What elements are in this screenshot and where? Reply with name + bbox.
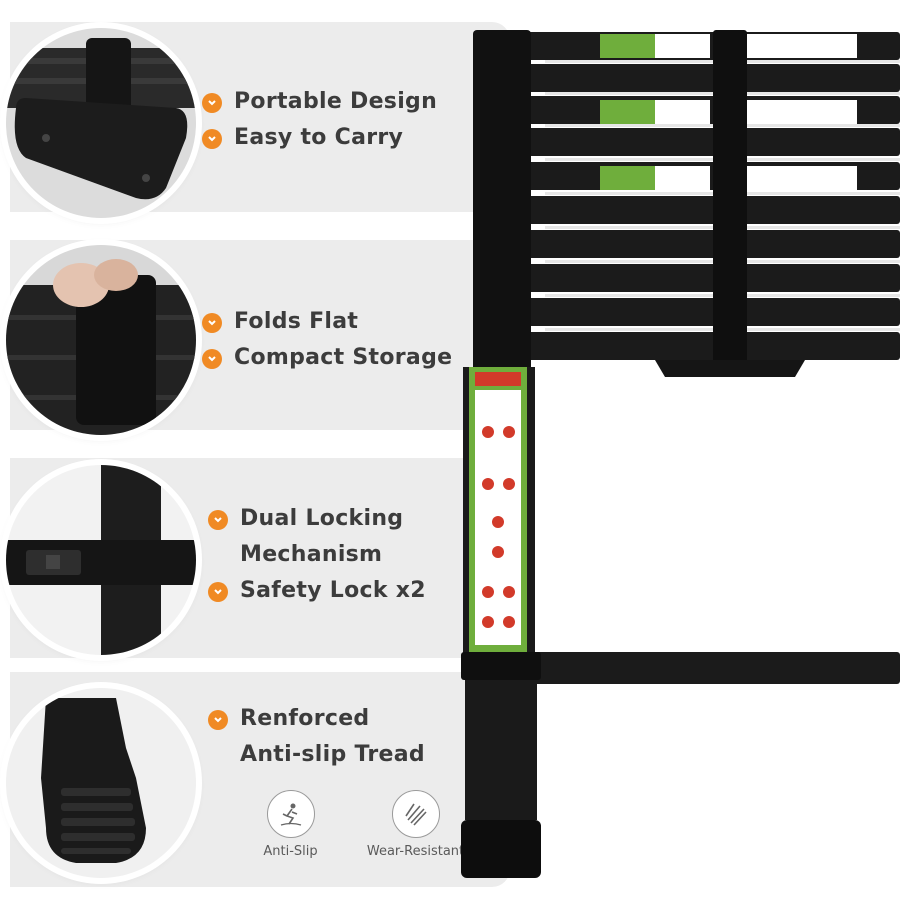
feature-label: Renforced — [240, 706, 370, 731]
features-locking: Dual Locking Mechanism Safety Lock x2 — [208, 505, 426, 613]
anti-slip-foot-photo — [6, 688, 196, 878]
feature-label-continued: Anti-slip Tread — [240, 742, 425, 767]
check-icon — [208, 510, 228, 530]
feature-item: Safety Lock x2 — [208, 577, 426, 605]
badge-wear-resistant: Wear-Resistant — [363, 790, 468, 859]
carry-handle-photo — [6, 28, 196, 218]
feature-item: Portable Design — [202, 88, 437, 116]
badge-label: Wear-Resistant — [366, 844, 465, 859]
feature-item: Dual Locking Mechanism — [208, 505, 426, 569]
feature-item: Easy to Carry — [202, 124, 437, 152]
feature-label: Safety Lock x2 — [240, 578, 426, 603]
check-icon — [208, 582, 228, 602]
badge-label: Anti-Slip — [263, 844, 318, 859]
badge-anti-slip: Anti-Slip — [238, 790, 343, 859]
anti-slip-icon — [266, 790, 315, 838]
feature-item: Folds Flat — [202, 308, 452, 336]
telescoping-ladder-image — [455, 22, 900, 882]
feature-label: Portable Design — [234, 89, 438, 114]
feature-label: Compact Storage — [234, 345, 453, 370]
feature-item: Compact Storage — [202, 344, 452, 372]
check-icon — [202, 349, 222, 369]
feature-item: Renforced Anti-slip Tread — [208, 705, 425, 769]
features-folds: Folds Flat Compact Storage — [202, 308, 452, 380]
check-icon — [208, 710, 228, 730]
features-tread: Renforced Anti-slip Tread — [208, 705, 425, 777]
features-portable: Portable Design Easy to Carry — [202, 88, 437, 160]
feature-label-continued: Mechanism — [240, 542, 383, 567]
property-badges: Anti-Slip Wear-Resistant — [238, 790, 468, 859]
feature-label: Easy to Carry — [234, 125, 404, 150]
check-icon — [202, 129, 222, 149]
wear-resistant-icon — [391, 790, 440, 838]
check-icon — [202, 93, 222, 113]
feature-label: Folds Flat — [234, 309, 359, 334]
feature-label: Dual Locking — [240, 506, 404, 531]
safety-lock-photo — [6, 465, 196, 655]
folding-strap-photo — [6, 245, 196, 435]
check-icon — [202, 313, 222, 333]
